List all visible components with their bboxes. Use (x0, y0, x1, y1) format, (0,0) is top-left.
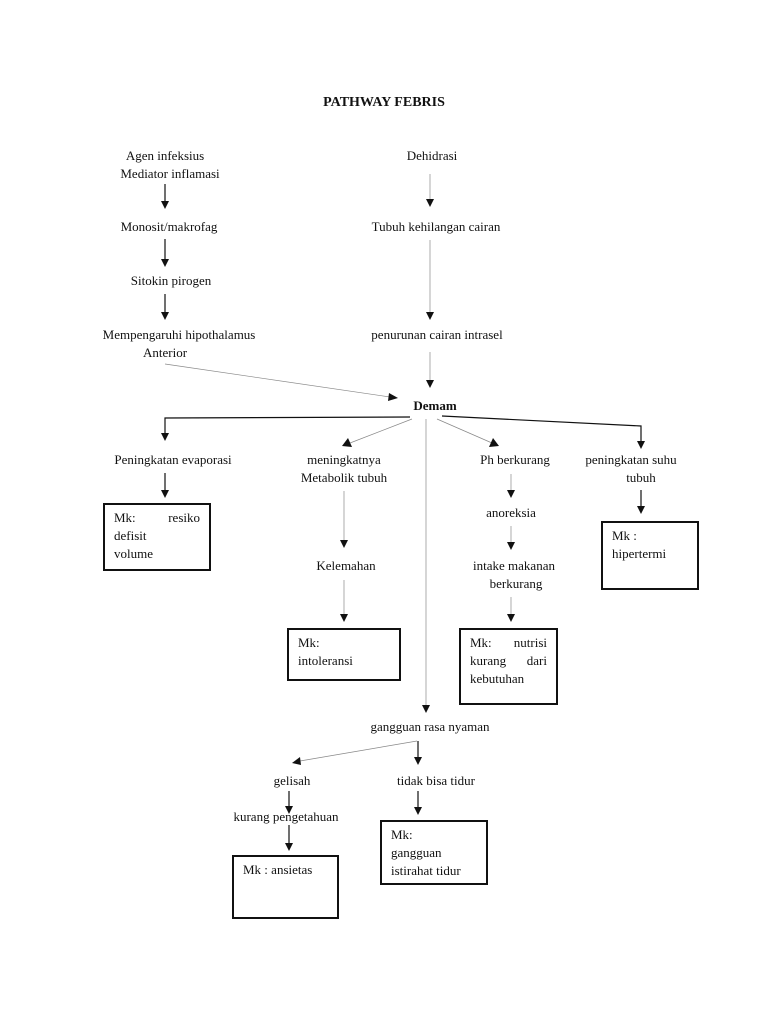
connector-gangguan-tidur (414, 741, 422, 765)
connector-tidur-mk (414, 791, 422, 815)
connector-penurunan-demam (426, 352, 434, 388)
diagnosis-line: defisit (114, 528, 147, 543)
connector-demam-suhu (441, 415, 645, 449)
node-dehidrasi: Dehidrasi (406, 148, 458, 163)
connector-evaporasi-mk (161, 473, 169, 498)
node-tubuh-kehilangan-cairan: Tubuh kehilangan cairan (371, 219, 501, 234)
connector-demam-metabolik (342, 418, 413, 447)
connector-gangguan-gelisah (292, 740, 418, 765)
connector-gelisah-pengetahuan (285, 791, 293, 814)
connector-kelemahan-mk (340, 580, 348, 622)
diagnosis-line: hipertermi (612, 546, 667, 561)
node-kelemahan: Kelemahan (316, 558, 376, 573)
connector-sitokin-hipothalamus (161, 294, 169, 320)
node-ph-berkurang: Ph berkurang (480, 452, 550, 467)
node-tidak-bisa-tidur: tidak bisa tidur (397, 773, 475, 788)
node-mediator-inflamasi: Mediator inflamasi (120, 166, 220, 181)
diagnosis-line: kurang dari (470, 653, 547, 668)
node-sitokin-pirogen: Sitokin pirogen (130, 273, 212, 288)
connector-anoreksia-intake (507, 526, 515, 550)
node-anoreksia: anoreksia (486, 505, 536, 520)
diagnosis-line: Mk: (298, 635, 320, 650)
connector-hipothalamus-demam (164, 363, 398, 401)
connector-demam-ph (436, 418, 499, 447)
node-kurang-pengetahuan: kurang pengetahuan (233, 809, 339, 824)
connector-metabolik-kelemahan (340, 491, 348, 548)
diagnosis-line: istirahat tidur (391, 863, 461, 878)
connector-monosit-sitokin (161, 239, 169, 267)
node-peningkatan-suhu: peningkatan suhu (585, 452, 677, 467)
node-monosit-makrofag: Monosit/makrofag (120, 219, 218, 234)
diagnosis-box-nutrisi: Mk: nutrisi kurang dari kebutuhan (459, 628, 558, 705)
node-gelisah: gelisah (273, 773, 311, 788)
diagnosis-line: volume (114, 546, 153, 561)
diagnosis-box-intoleransi: Mk: intoleransi (287, 628, 401, 681)
node-intake-makanan: intake makanan (473, 558, 555, 573)
connector-ph-anoreksia (507, 474, 515, 498)
diagnosis-line: intoleransi (298, 653, 353, 668)
diagnosis-box-hipertermi: Mk : hipertermi (601, 521, 699, 590)
diagnosis-box-defisit-volume: Mk: resiko defisit volume (103, 503, 211, 571)
node-berkurang: berkurang (489, 576, 543, 591)
diagnosis-line: gangguan (391, 845, 442, 860)
connector-demam-evaporasi (161, 416, 411, 441)
diagnosis-line: kebutuhan (470, 671, 525, 686)
diagnosis-line: Mk: nutrisi (470, 635, 547, 650)
node-suhu-tubuh: tubuh (626, 470, 656, 485)
node-meningkatnya: meningkatnya (307, 452, 381, 467)
connector-kehilangan-penurunan (426, 240, 434, 320)
connector-dehidrasi-kehilangan (426, 174, 434, 207)
node-demam: Demam (413, 398, 457, 413)
diagnosis-line: Mk: resiko (114, 510, 200, 525)
node-penurunan-cairan-intrasel: penurunan cairan intrasel (371, 327, 503, 342)
diagram-title: PATHWAY FEBRIS (323, 95, 445, 110)
diagnosis-line: Mk : (612, 528, 637, 543)
node-gangguan-rasa-nyaman: gangguan rasa nyaman (370, 719, 490, 734)
diagnosis-line: Mk : ansietas (243, 862, 313, 877)
connector-agen-monosit (161, 184, 169, 209)
node-peningkatan-evaporasi: Peningkatan evaporasi (114, 452, 232, 467)
node-hipothalamus-anterior: Anterior (142, 345, 188, 360)
connector-demam-gangguan (422, 419, 430, 713)
connector-pengetahuan-ansietas (285, 825, 293, 851)
diagnosis-box-istirahat-tidur: Mk: gangguan istirahat tidur (380, 820, 488, 885)
connector-suhu-mk (637, 490, 645, 514)
node-metabolik-tubuh: Metabolik tubuh (300, 470, 388, 485)
diagnosis-box-ansietas: Mk : ansietas (232, 855, 339, 919)
diagnosis-line: Mk: (391, 827, 413, 842)
node-agen-infeksius: Agen infeksius (125, 148, 205, 163)
connector-intake-mk (507, 597, 515, 622)
node-hipothalamus: Mempengaruhi hipothalamus (102, 327, 256, 342)
